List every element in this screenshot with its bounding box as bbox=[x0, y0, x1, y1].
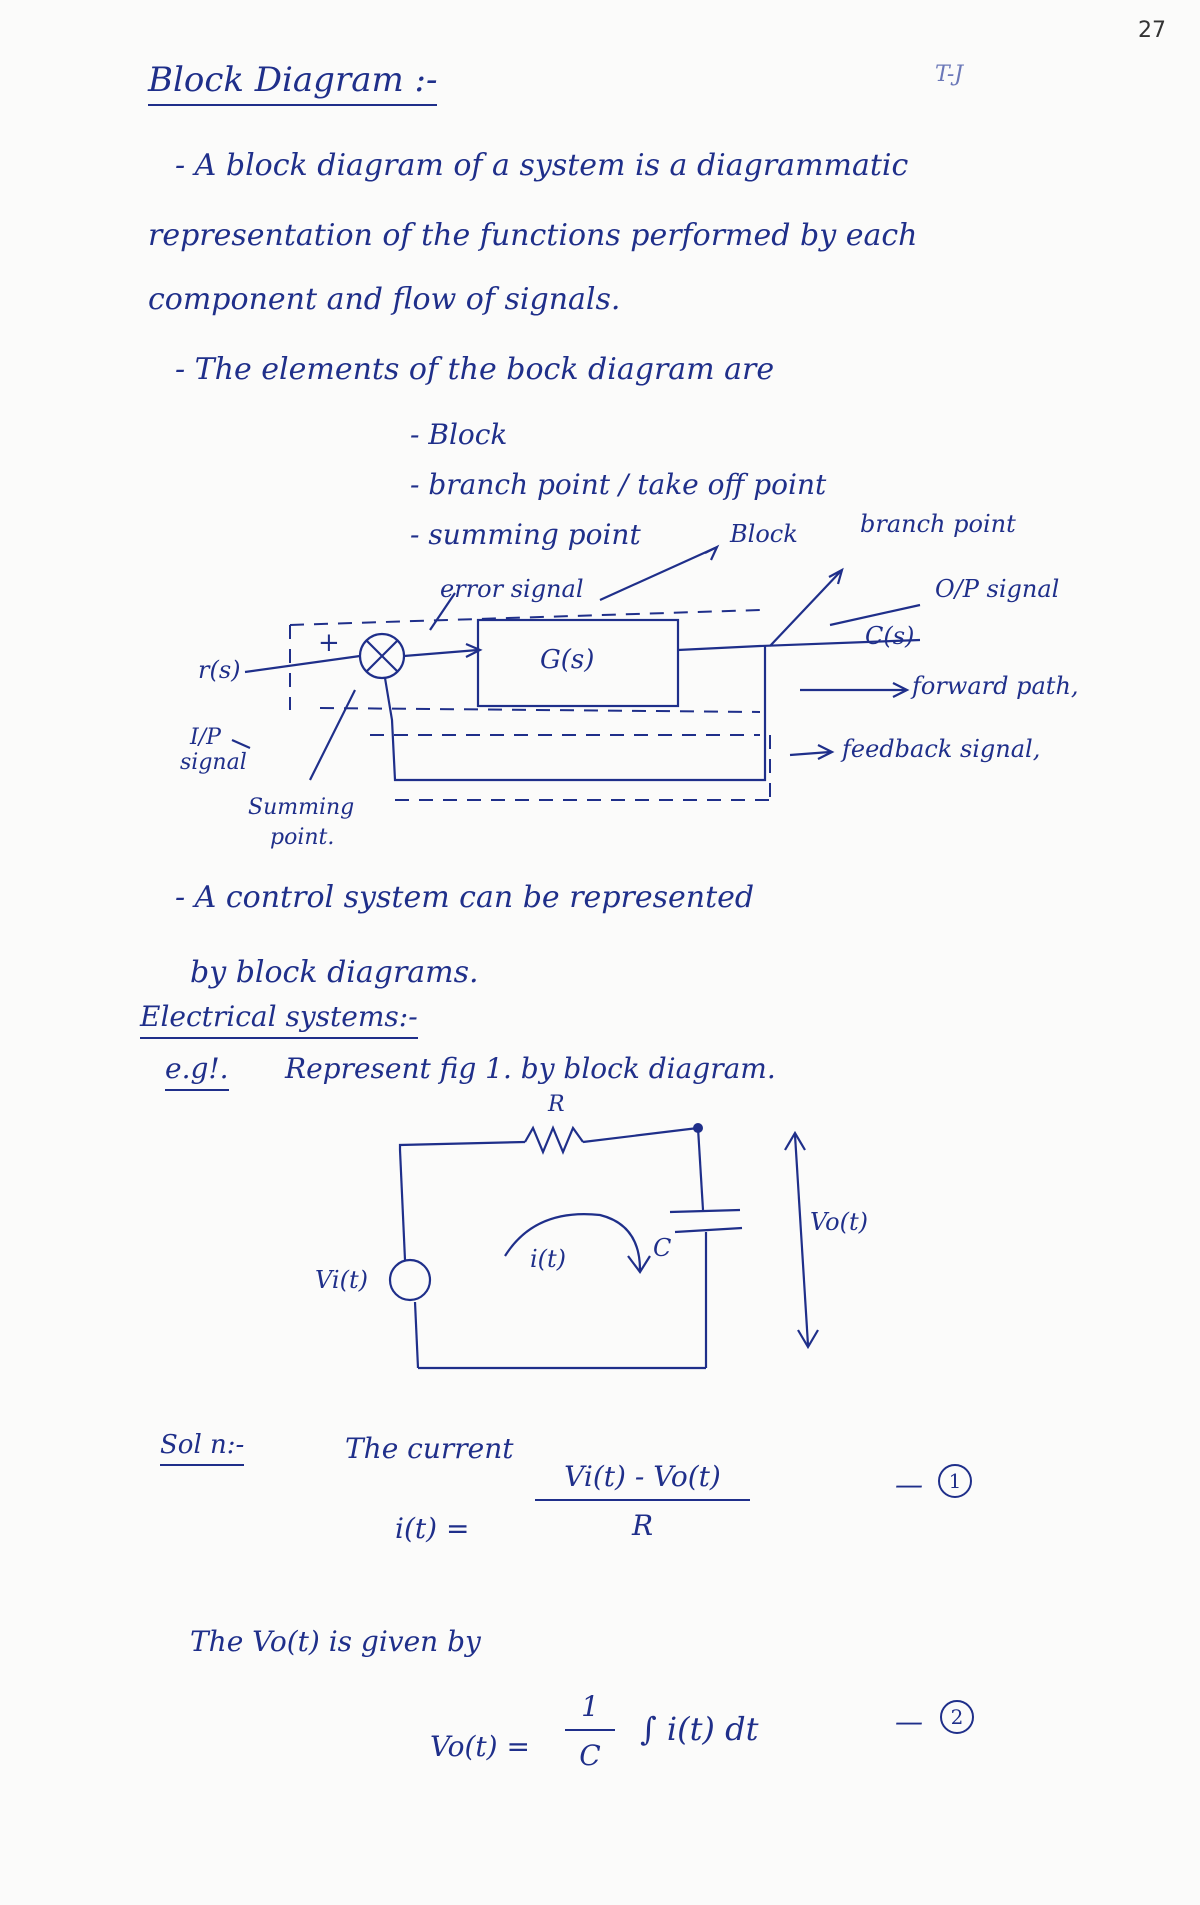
element-item-branch: - branch point / take off point bbox=[410, 468, 827, 501]
left-wire-bottom bbox=[413, 1301, 420, 1369]
right-wire-top bbox=[696, 1127, 705, 1211]
corner-mark: T-J bbox=[935, 62, 964, 87]
input-line bbox=[244, 654, 361, 674]
eq2-denominator: C bbox=[579, 1739, 601, 1772]
error-line bbox=[403, 648, 479, 658]
branch-pointer bbox=[769, 571, 841, 647]
eq2-lhs: Vo(t) = bbox=[430, 1730, 530, 1763]
dashed-boundary-mid bbox=[319, 707, 761, 713]
eq2-tag: 2 bbox=[940, 1700, 974, 1734]
para2-line1: - A control system can be represented bbox=[175, 880, 755, 915]
branch-point-label: branch point bbox=[860, 510, 1016, 538]
para1-line1: - A block diagram of a system is a diagr… bbox=[175, 148, 909, 183]
element-item-block: - Block bbox=[410, 418, 508, 451]
gs-block bbox=[476, 618, 680, 708]
branch-pointer-head bbox=[828, 567, 844, 585]
op-pointer bbox=[829, 603, 921, 627]
gs-text: G(s) bbox=[540, 645, 595, 675]
top-wire-right bbox=[582, 1126, 699, 1144]
output-line bbox=[677, 638, 921, 652]
summing-point-label-2: point. bbox=[270, 825, 335, 850]
solution-label: Sol n:- bbox=[160, 1430, 245, 1466]
voltage-source bbox=[388, 1258, 432, 1302]
left-wire-top bbox=[398, 1149, 407, 1261]
error-arrow bbox=[465, 642, 483, 658]
summing-point-label-1: Summing bbox=[248, 795, 355, 820]
feedback-arrow-line bbox=[789, 750, 831, 757]
block-pointer bbox=[599, 546, 716, 602]
current-label: i(t) bbox=[530, 1245, 567, 1273]
feedback-arrowhead bbox=[817, 744, 835, 760]
feedback-path bbox=[383, 646, 767, 782]
error-pointer bbox=[429, 592, 456, 631]
summing-cross bbox=[366, 640, 398, 672]
capacitor-plate-top bbox=[669, 1208, 741, 1214]
dashed-boundary-top bbox=[289, 609, 761, 626]
vo-arrow-line bbox=[793, 1134, 810, 1346]
eq2-fraction: 1 C bbox=[565, 1690, 615, 1772]
vi-label: Vi(t) bbox=[315, 1266, 368, 1294]
page-number: 27 bbox=[1138, 18, 1166, 43]
error-signal-label: error signal bbox=[440, 575, 584, 603]
para1-line3: component and flow of signals. bbox=[148, 282, 621, 317]
example-label: e.g!. bbox=[165, 1052, 229, 1091]
feedback-signal-label: feedback signal, bbox=[842, 735, 1041, 763]
eq1-tag: 1 bbox=[938, 1464, 972, 1498]
top-wire-left bbox=[398, 1140, 526, 1150]
block-pointer-head bbox=[704, 544, 720, 561]
eq2-dash: — bbox=[895, 1705, 923, 1738]
vo-intro: The Vo(t) is given by bbox=[190, 1625, 481, 1658]
eq1-fraction: Vi(t) - Vo(t) R bbox=[535, 1460, 750, 1542]
ip-signal-label-2: signal bbox=[180, 750, 247, 775]
forward-path-label: forward path, bbox=[912, 672, 1079, 700]
forward-path-arrowhead bbox=[892, 682, 910, 698]
vo-arrow-down bbox=[797, 1329, 819, 1350]
eq1-denominator: R bbox=[631, 1509, 654, 1542]
input-label: r(s) bbox=[198, 656, 241, 684]
section-heading-electrical: Electrical systems:- bbox=[140, 1000, 418, 1039]
resistor-label: R bbox=[548, 1092, 565, 1117]
vo-arrow-up bbox=[784, 1130, 806, 1151]
eq1-lhs: i(t) = bbox=[395, 1512, 470, 1545]
element-item-summing: - summing point bbox=[410, 518, 641, 551]
eq1-numerator: Vi(t) - Vo(t) bbox=[535, 1460, 750, 1501]
current-arrowhead bbox=[627, 1255, 651, 1274]
eq1-dash: — bbox=[895, 1468, 923, 1501]
current-arc bbox=[504, 1213, 642, 1271]
plus-sign: + bbox=[318, 628, 340, 658]
example-text: Represent fig 1. by block diagram. bbox=[285, 1052, 776, 1085]
elements-intro: - The elements of the bock diagram are bbox=[175, 352, 775, 387]
ip-signal-label-1: I/P bbox=[190, 725, 221, 750]
para2-line2: by block diagrams. bbox=[190, 955, 479, 990]
op-signal-label: O/P signal bbox=[935, 575, 1060, 603]
para1-line2: representation of the functions performe… bbox=[148, 218, 918, 253]
summing-pointer bbox=[309, 689, 356, 781]
eq2-rhs: ∫ i(t) dt bbox=[640, 1710, 759, 1748]
block-label: Block bbox=[730, 520, 798, 548]
vo-label: Vo(t) bbox=[810, 1208, 868, 1236]
ip-pointer bbox=[231, 738, 251, 750]
capacitor-label: C bbox=[653, 1234, 672, 1262]
output-label: C(s) bbox=[865, 622, 915, 650]
current-intro: The current bbox=[345, 1432, 514, 1465]
capacitor-plate-bottom bbox=[674, 1226, 743, 1234]
eq2-numerator: 1 bbox=[565, 1690, 615, 1731]
page-heading: Block Diagram :- bbox=[148, 60, 438, 106]
resistor-zigzag bbox=[524, 1125, 584, 1155]
